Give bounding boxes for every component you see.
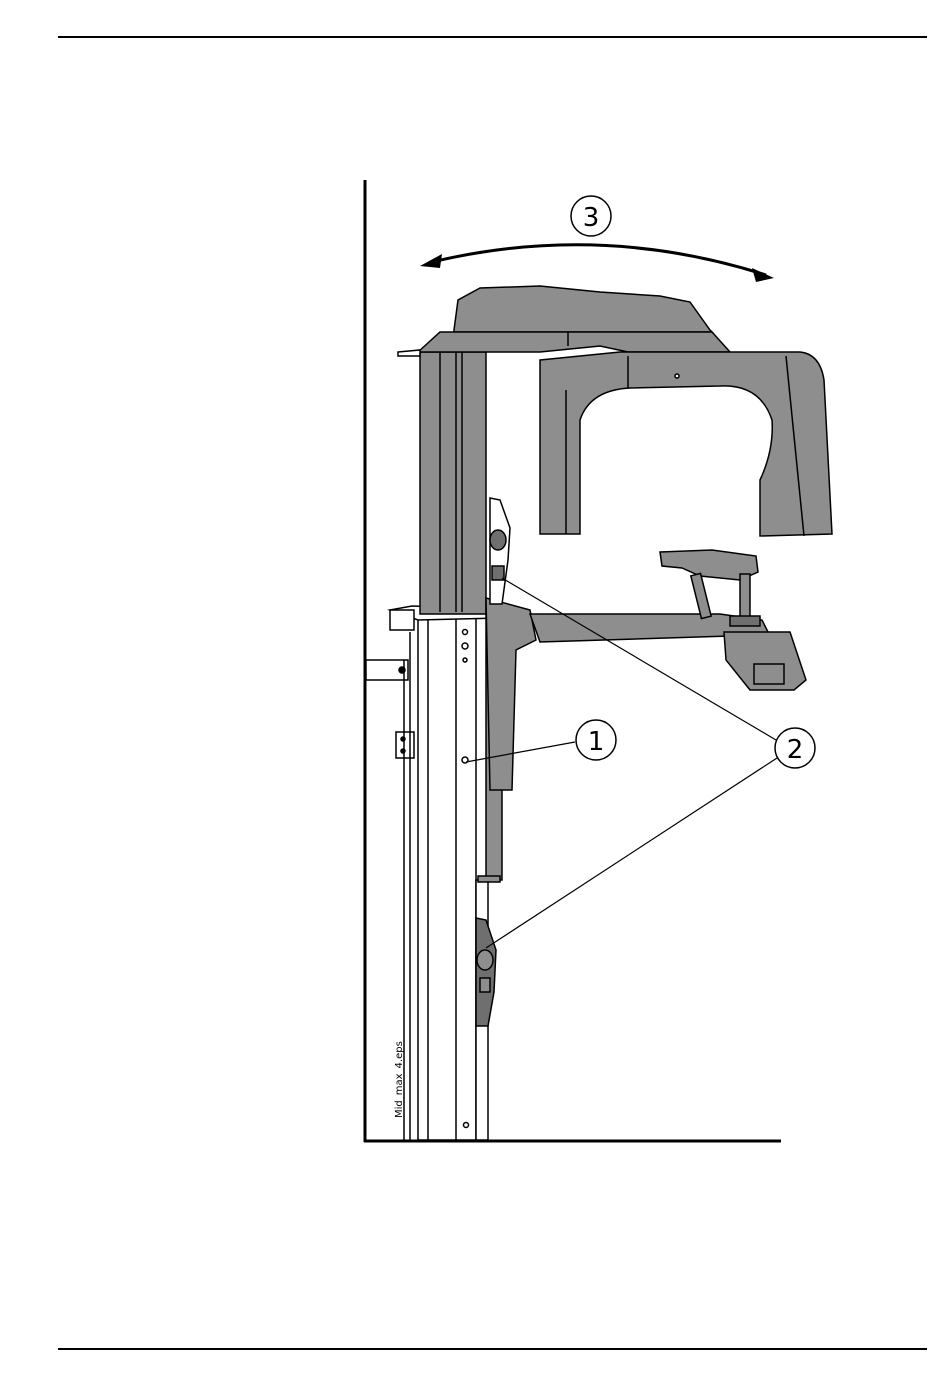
patient-arm xyxy=(530,550,806,690)
leader-line-1 xyxy=(466,742,575,762)
leader-line-2b xyxy=(486,758,777,948)
rotation-arrow xyxy=(420,245,774,282)
svg-text:3: 3 xyxy=(583,203,600,233)
head-unit xyxy=(398,286,730,356)
svg-text:1: 1 xyxy=(588,727,605,757)
filename-label: Mid_max_4.eps xyxy=(394,1041,405,1118)
wall-bracket xyxy=(366,632,414,1140)
callout-1: 1 xyxy=(576,720,616,760)
upper-handle xyxy=(490,498,510,604)
c-arm xyxy=(540,352,832,536)
svg-text:2: 2 xyxy=(787,735,804,765)
lower-handle xyxy=(476,918,496,1026)
callout-2: 2 xyxy=(775,728,815,768)
callout-3: 3 xyxy=(571,196,611,236)
